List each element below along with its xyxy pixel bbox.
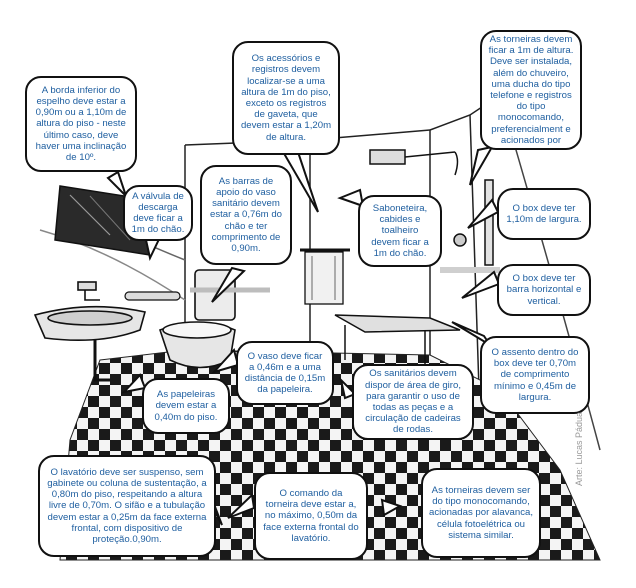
note-washbasin: O lavatório deve ser suspenso, sem gabin… <box>38 455 216 557</box>
note-toilet-height: O vaso deve ficar a 0,46m e a uma distân… <box>236 341 334 405</box>
note-faucets-shower-text: As torneiras devem ficar a 1m de altura.… <box>488 33 574 146</box>
note-box-bars: O box deve ter barra horizontal e vertic… <box>497 264 591 316</box>
note-washbasin-text: O lavatório deve ser suspenso, sem gabin… <box>47 466 207 545</box>
note-faucet-type: As torneiras devem ser do tipo monocoman… <box>421 468 541 558</box>
shower-seat <box>334 314 461 365</box>
note-turning-area: Os sanitários devem dispor de área de gi… <box>352 364 474 440</box>
artist-credit: Arte: Lucas Pádua <box>574 411 584 486</box>
note-faucet-control: O comando da torneira deve estar a, no m… <box>254 472 368 560</box>
note-support-bars-text: As barras de apoio do vaso sanitário dev… <box>210 175 282 254</box>
note-accessories-height-text: Os acessórios e registros devem localiza… <box>240 53 332 143</box>
note-faucet-control-text: O comando da torneira deve estar a, no m… <box>263 487 359 544</box>
note-paper-holders-text: As papeleiras devem estar a 0,40m do pis… <box>154 389 218 423</box>
washbasin <box>33 281 146 382</box>
washbasin-grab-bar <box>124 291 181 301</box>
note-mirror-edge: A borda inferior do espelho deve estar a… <box>25 76 137 172</box>
note-box-bars-text: O box deve ter barra horizontal e vertic… <box>506 273 582 307</box>
note-soap-holders: Saboneteira, cabides e toalheiro devem f… <box>358 195 442 267</box>
note-flush-valve: A válvula de descarga deve ficar a 1m do… <box>123 185 193 241</box>
note-toilet-height-text: O vaso deve ficar a 0,46m e a uma distân… <box>244 350 326 396</box>
note-soap-holders-text: Saboneteira, cabides e toalheiro devem f… <box>371 203 429 259</box>
shower <box>369 149 500 273</box>
towel-rack <box>300 248 350 305</box>
note-box-width-text: O box deve ter 1,10m de largura. <box>506 202 582 225</box>
note-accessories-height: Os acessórios e registros devem localiza… <box>232 41 340 155</box>
note-flush-valve-text: A válvula de descarga deve ficar a 1m do… <box>131 190 185 236</box>
note-box-seat: O assento dentro do box deve ter 0,70m d… <box>480 336 590 414</box>
note-turning-area-text: Os sanitários devem dispor de área de gi… <box>365 368 461 436</box>
note-support-bars: As barras de apoio do vaso sanitário dev… <box>200 165 292 265</box>
note-paper-holders: As papeleiras devem estar a 0,40m do pis… <box>142 378 230 434</box>
note-faucets-shower: As torneiras devem ficar a 1m de altura.… <box>480 30 582 150</box>
note-box-seat-text: O assento dentro do box deve ter 0,70m d… <box>491 346 579 403</box>
note-faucet-type-text: As torneiras devem ser do tipo monocoman… <box>429 484 534 541</box>
note-mirror-edge-text: A borda inferior do espelho deve estar a… <box>35 84 127 163</box>
note-box-width: O box deve ter 1,10m de largura. <box>497 188 591 240</box>
